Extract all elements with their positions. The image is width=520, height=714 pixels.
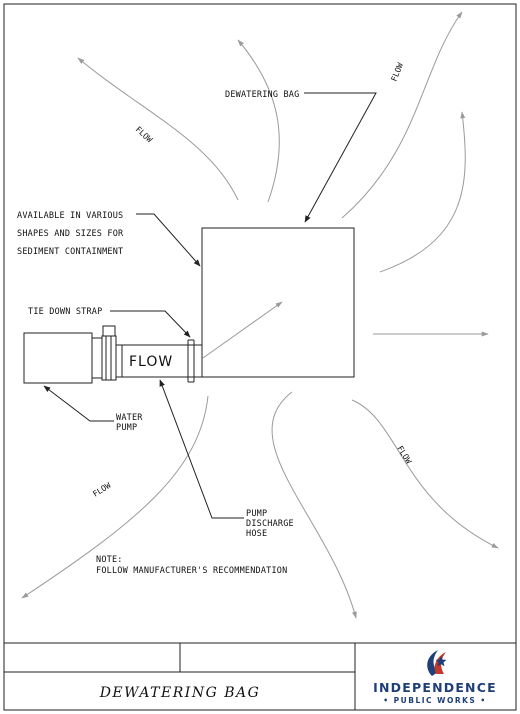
flow-arrow-right-upper <box>379 111 466 273</box>
flow-arrow-upper-left <box>77 57 239 201</box>
brand-name: INDEPENDENCE <box>373 680 497 695</box>
flow-arrow-inside-bag <box>202 301 283 359</box>
pump-flange <box>91 337 103 379</box>
tie-down-strap-leader <box>110 310 191 338</box>
water-pump-label-line2: PUMP <box>116 423 137 433</box>
flow-arrows <box>21 11 499 619</box>
flow-arrow-lower-left <box>21 395 209 599</box>
water-pump-label-line1: WATER <box>116 413 143 423</box>
independence-logo <box>427 650 447 676</box>
pump-coupling <box>101 335 117 381</box>
pump-hose-leader <box>159 379 244 519</box>
dewatering-bag-leader <box>304 92 377 223</box>
dewatering-bag <box>201 227 355 378</box>
flow-label-lower-left: FLOW <box>91 481 112 499</box>
flow-label-upper-right: FLOW <box>390 61 406 82</box>
flow-arrow-top <box>237 39 280 203</box>
flow-label-upper-left: FLOW <box>134 125 154 145</box>
tie-down-strap-label: TIE DOWN STRAP <box>28 307 102 317</box>
note-text: FOLLOW MANUFACTURER'S RECOMMENDATION <box>96 566 287 576</box>
flow-arrow-bottom <box>271 391 357 619</box>
pump-cap <box>102 325 116 337</box>
dewatering-bag-label: DEWATERING BAG <box>225 90 299 100</box>
flow-arrow-lower-right <box>351 399 499 549</box>
available-leader <box>136 213 201 267</box>
pump-hose-label-line1: PUMP <box>246 509 267 519</box>
drawing-title: DEWATERING BAG <box>99 685 261 701</box>
water-pump-leader <box>43 385 114 422</box>
hose-flow-label: FLOW <box>129 354 173 370</box>
star-icon <box>435 656 447 667</box>
note-label: NOTE: <box>96 555 123 565</box>
available-label-line2: SHAPES AND SIZES FOR <box>17 229 124 239</box>
flow-arrow-upper-right <box>341 11 463 219</box>
sheet-border <box>3 3 517 711</box>
discharge-hose <box>116 339 202 383</box>
water-pump <box>23 325 117 384</box>
title-block <box>4 642 516 710</box>
pump-motor <box>23 332 93 384</box>
available-label-line1: AVAILABLE IN VARIOUS <box>17 211 123 221</box>
pump-hose-label-line2: DISCHARGE <box>246 519 294 529</box>
available-label-line3: SEDIMENT CONTAINMENT <box>17 247 123 257</box>
flow-label-lower-right: FLOW <box>395 444 413 465</box>
pump-hose-label-line3: HOSE <box>246 529 267 539</box>
brand-subtitle: • PUBLIC WORKS • <box>383 696 486 705</box>
